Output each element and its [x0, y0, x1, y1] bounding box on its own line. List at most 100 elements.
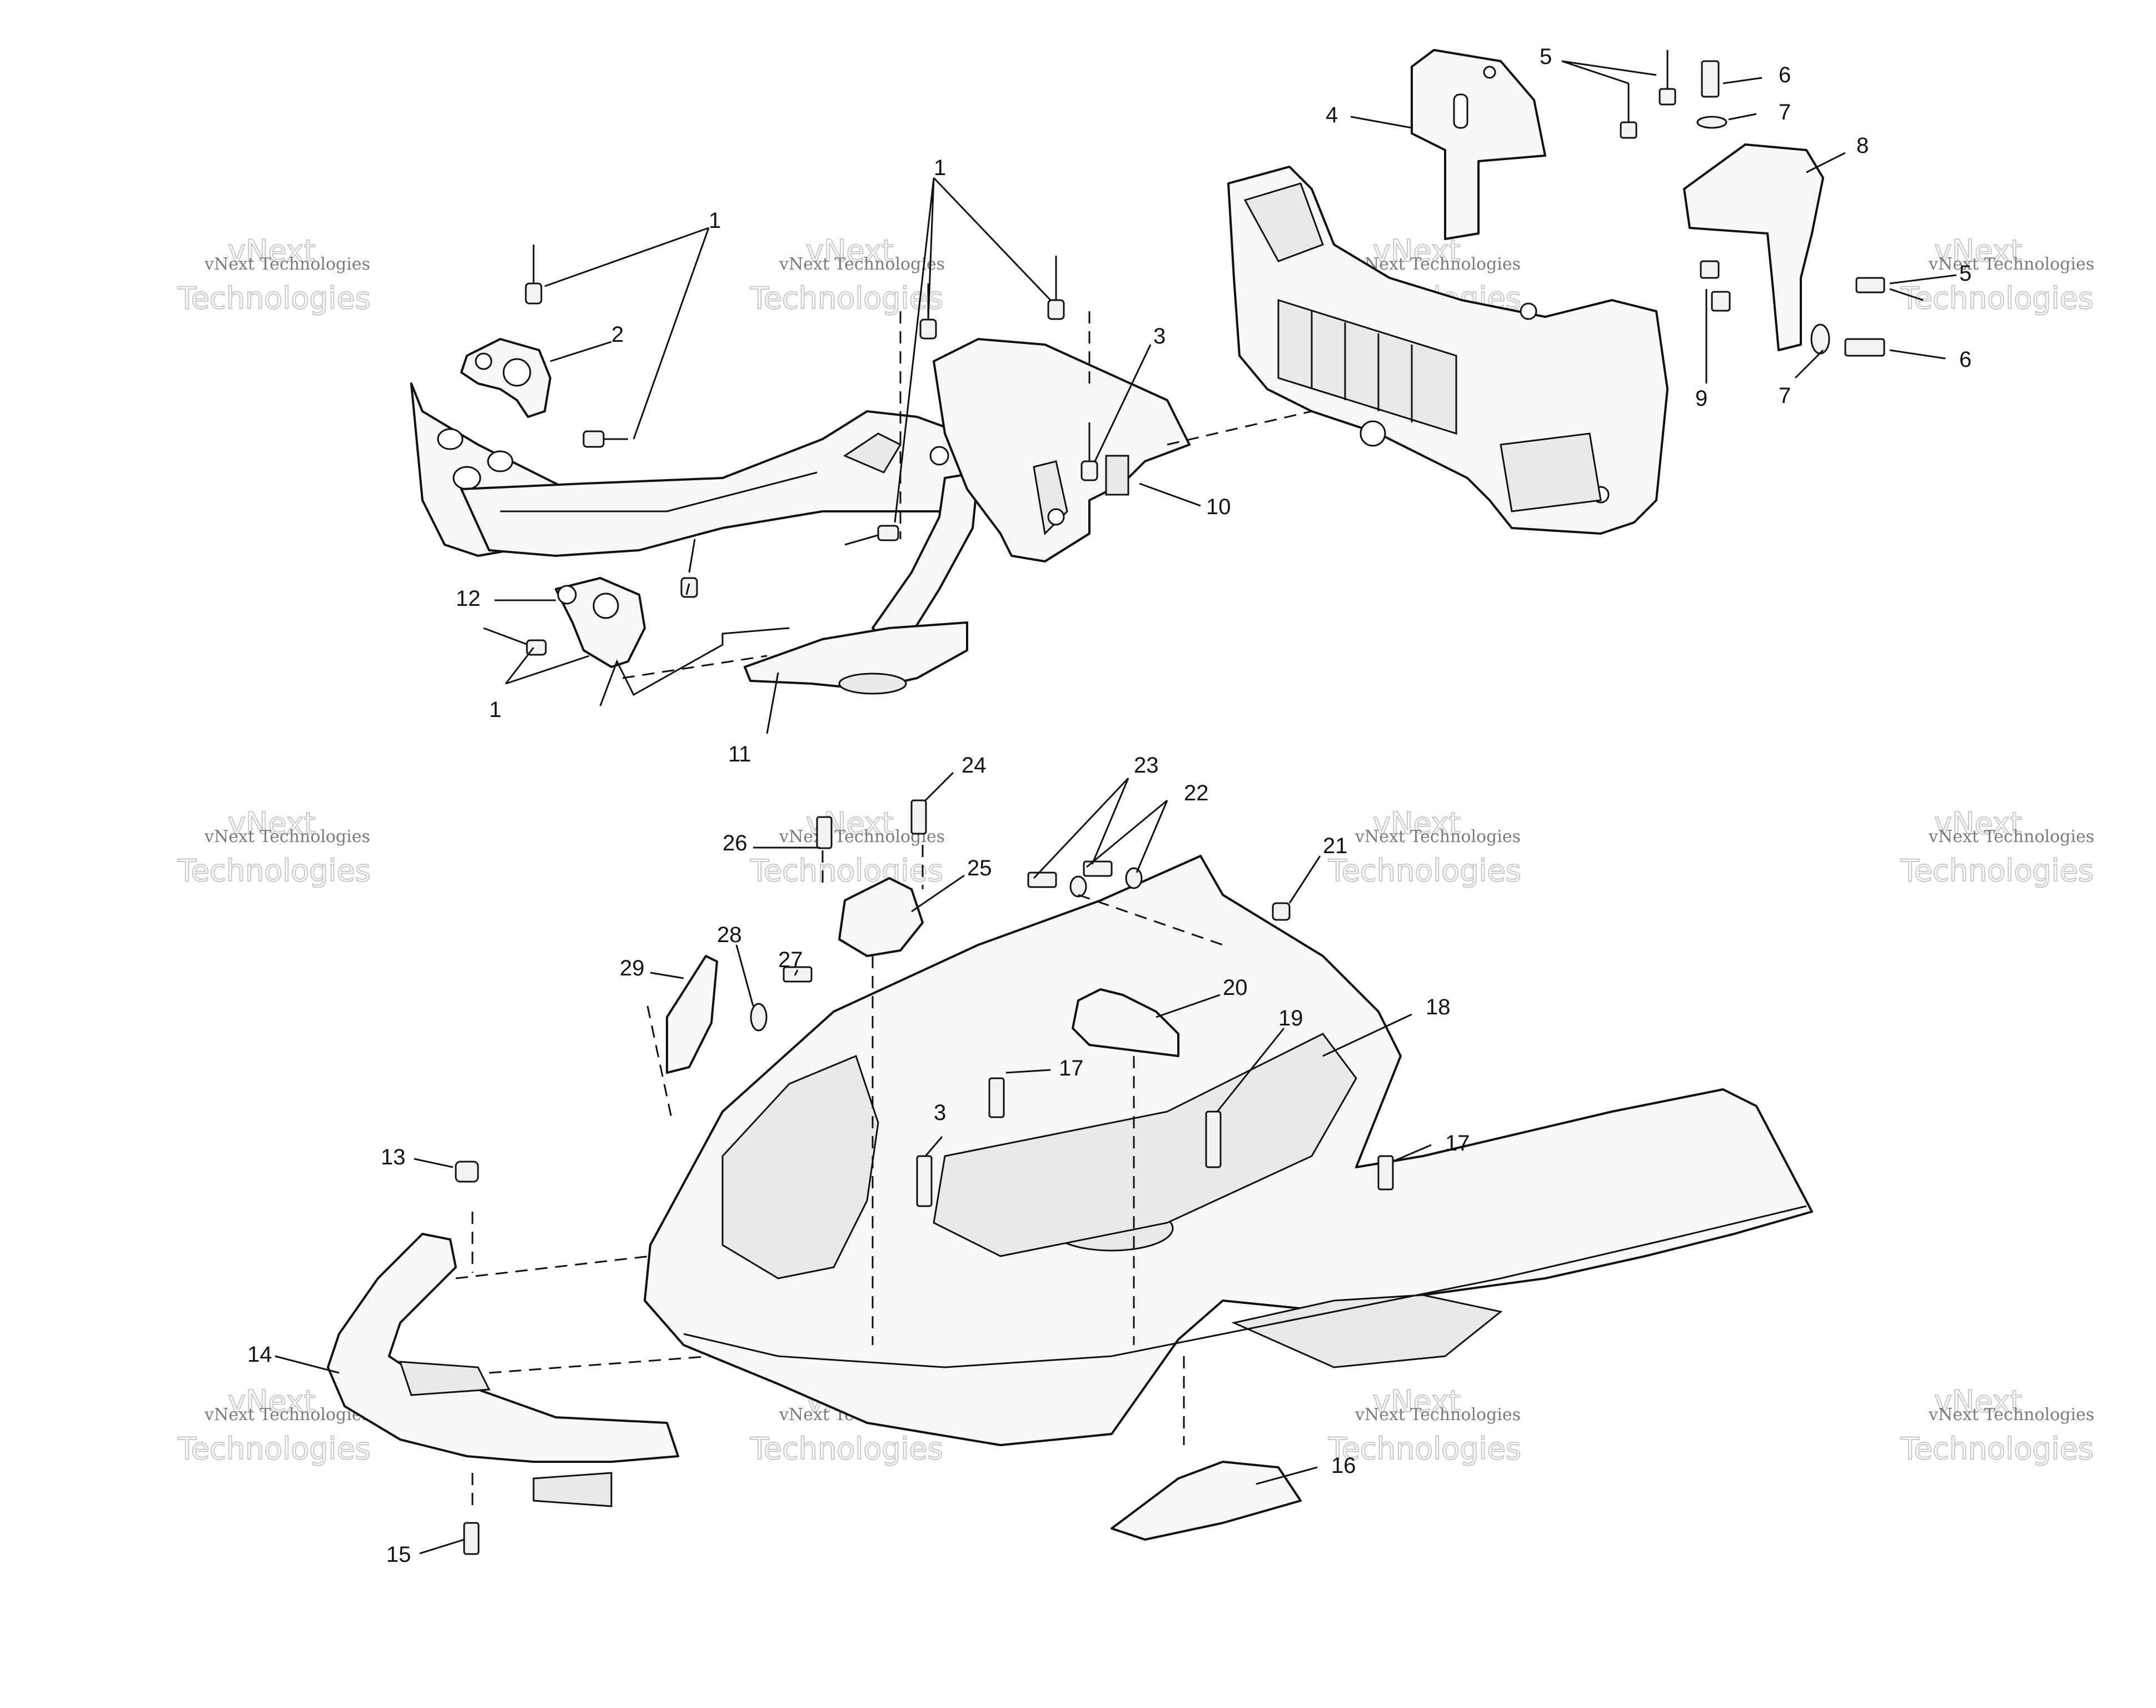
- callout-2: 2: [611, 322, 624, 347]
- pan-side-shield: [666, 955, 718, 1074]
- watermark-ml: vNext vNext Technologies Technologies: [177, 805, 371, 889]
- svg-text:Technologies: Technologies: [1328, 853, 1521, 888]
- small-bracket-hole: [502, 358, 531, 387]
- callout-17: 17: [1445, 1131, 1470, 1156]
- pan-center-mount: [1072, 988, 1179, 1057]
- bolt-23b: [1083, 860, 1113, 877]
- svg-text:vNext: vNext: [1934, 233, 2022, 268]
- lower-bracket-hole: [557, 585, 577, 605]
- callout-18: 18: [1426, 995, 1451, 1019]
- watermark-br1: vNext vNext Technologies Technologies: [1327, 1383, 1522, 1467]
- rivet-1a: [525, 245, 542, 305]
- callout-1: 1: [489, 698, 501, 722]
- slot-hole: [1453, 93, 1468, 129]
- pan-front-mount: [838, 877, 924, 957]
- callout-11: 11: [728, 742, 751, 766]
- watermark-tr2: vNext vNext Technologies Technologies: [1900, 233, 2094, 316]
- callout-16: 16: [1331, 1453, 1356, 1478]
- svg-text:vNext Technologies: vNext Technologies: [204, 1405, 370, 1425]
- rear-side-bracket: [1683, 143, 1824, 351]
- bolt-5c: [1855, 277, 1924, 301]
- bolt-17a: [988, 1077, 1005, 1118]
- leader-lines: [275, 60, 1957, 1555]
- assembly-line: [1167, 410, 1312, 446]
- bumper-tab-lower: [532, 1472, 613, 1507]
- rear-frame-hole: [1520, 302, 1537, 320]
- callout-26: 26: [723, 831, 748, 855]
- pan-rim: [649, 855, 1201, 1246]
- bolt-5b: [1620, 83, 1637, 139]
- watermark-mr2: vNext vNext Technologies Technologies: [1900, 805, 2094, 889]
- small-bracket-hole: [475, 352, 492, 370]
- bolt-3b: [916, 1155, 933, 1207]
- rivet-3a: [1081, 422, 1098, 481]
- svg-text:Technologies: Technologies: [1900, 853, 2094, 888]
- watermark-tc: vNext vNext Technologies Technologies: [749, 233, 945, 316]
- callout-24: 24: [962, 753, 987, 778]
- bracket-tab: [1105, 455, 1129, 496]
- crossbar-hole: [929, 446, 949, 466]
- callout-7: 7: [1779, 100, 1791, 125]
- bolt-17b: [1377, 1155, 1394, 1191]
- callout-13: 13: [381, 1145, 406, 1169]
- bracket-hole: [1483, 66, 1496, 79]
- crossbar-gusset: [843, 432, 902, 474]
- svg-text:Technologies: Technologies: [750, 853, 943, 888]
- bolt-26: [816, 816, 833, 849]
- pan-center-floor: [933, 1033, 1357, 1257]
- callout-19: 19: [1278, 1006, 1303, 1030]
- callout-23: 23: [1134, 753, 1159, 778]
- steering-mount-bracket: [933, 338, 1191, 562]
- svg-text:Technologies: Technologies: [177, 853, 371, 888]
- watermark-bl: vNext vNext Technologies Technologies: [177, 1383, 371, 1467]
- svg-text:Technologies: Technologies: [177, 1431, 371, 1466]
- callout-10: 10: [1206, 495, 1231, 519]
- callout-29: 29: [620, 956, 645, 980]
- rivet-1e: [844, 525, 899, 546]
- callout-9: 9: [1695, 386, 1707, 411]
- bolt-19: [1205, 1111, 1222, 1168]
- lower-bracket-hole: [592, 592, 619, 619]
- assembly-line: [622, 655, 768, 679]
- bolt-15: [463, 1522, 480, 1555]
- callout-21: 21: [1323, 834, 1348, 858]
- skid-plate: [1111, 1461, 1302, 1541]
- callout-4: 4: [1326, 103, 1338, 127]
- svg-text:Technologies: Technologies: [1900, 1431, 2094, 1466]
- svg-text:vNext Technologies: vNext Technologies: [1928, 827, 2094, 846]
- svg-text:vNext Technologies: vNext Technologies: [1928, 1405, 2094, 1425]
- svg-text:vNext Technologies: vNext Technologies: [204, 255, 370, 274]
- callout-27: 27: [778, 948, 803, 972]
- svg-text:Technologies: Technologies: [1328, 1431, 1521, 1466]
- svg-text:vNext Technologies: vNext Technologies: [1355, 827, 1521, 846]
- rivet-1b: [582, 430, 628, 448]
- rear-frame-side: [1500, 432, 1602, 512]
- pan-skid-shadow: [1231, 1294, 1503, 1368]
- svg-text:vNext Technologies: vNext Technologies: [1928, 255, 2094, 274]
- callout-25: 25: [967, 856, 992, 880]
- svg-text:vNext: vNext: [228, 806, 316, 841]
- watermark-mr1: vNext vNext Technologies Technologies: [1327, 805, 1522, 889]
- callout-1: 1: [934, 156, 946, 180]
- callout-5: 5: [1540, 44, 1552, 69]
- bolt-5a: [1659, 50, 1676, 106]
- bolt-23a: [1027, 872, 1057, 888]
- rear-frame-upper-face: [1243, 182, 1324, 262]
- callout-12: 12: [456, 586, 481, 611]
- washer-22b: [1125, 867, 1143, 889]
- nut-13: [455, 1161, 479, 1183]
- pan-edge: [683, 1205, 1807, 1368]
- bellypan-assembly: [327, 799, 1813, 1555]
- bolt-6a: [1701, 60, 1720, 98]
- plate-hole: [437, 428, 464, 450]
- svg-text:vNext Technologies: vNext Technologies: [1355, 255, 1521, 274]
- svg-text:Technologies: Technologies: [1900, 281, 2094, 316]
- bolt-24: [910, 799, 927, 835]
- svg-text:vNext: vNext: [1373, 1384, 1461, 1419]
- plate-hole: [452, 466, 481, 490]
- nut-9: [1700, 260, 1731, 312]
- callout-7: 7: [1779, 384, 1791, 408]
- callout-15: 15: [386, 1542, 411, 1567]
- callout-6: 6: [1959, 347, 1971, 372]
